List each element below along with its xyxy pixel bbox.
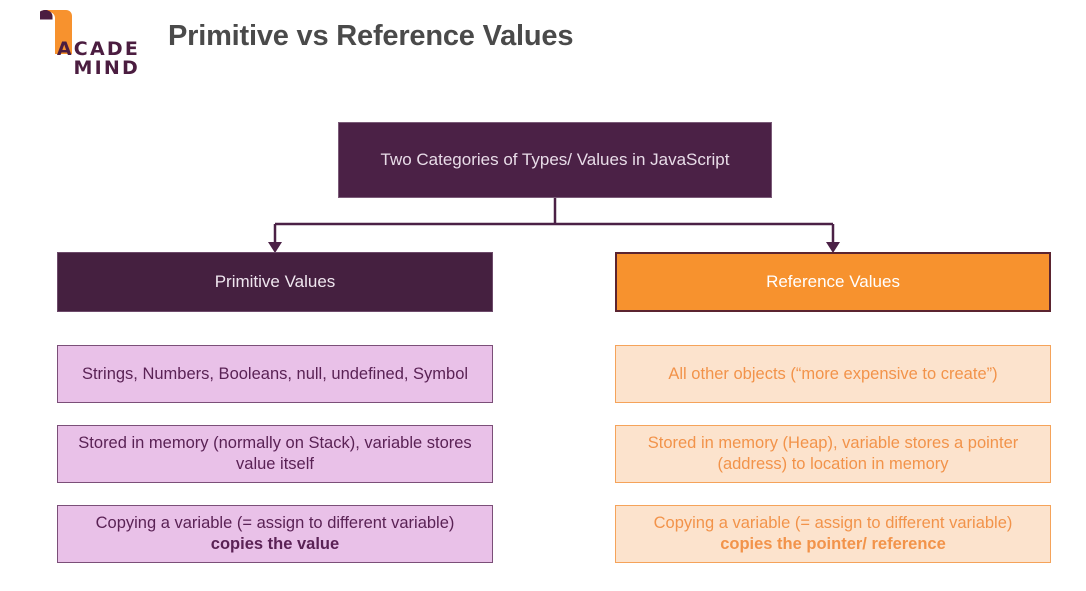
detail-text: Copying a variable (= assign to differen… <box>72 513 478 555</box>
detail-text: All other objects (“more expensive to cr… <box>668 364 997 385</box>
detail-plain: All other objects (“more expensive to cr… <box>668 364 998 383</box>
detail-reference-2: Stored in memory (Heap), variable stores… <box>615 425 1051 483</box>
detail-text: Stored in memory (Heap), variable stores… <box>630 433 1036 475</box>
academind-logo: ACADE MIND <box>14 8 138 80</box>
detail-primitive-3: Copying a variable (= assign to differen… <box>57 505 493 563</box>
node-reference-values: Reference Values <box>615 252 1051 312</box>
logo-line-1: ACADE <box>56 38 140 60</box>
detail-plain: Copying a variable (= assign to differen… <box>653 514 1013 533</box>
node-reference-label: Reference Values <box>766 272 900 292</box>
detail-text: Copying a variable (= assign to differen… <box>630 513 1036 555</box>
detail-bold: copies the value <box>210 535 340 553</box>
logo-line-2: MIND <box>73 57 140 80</box>
detail-primitive-1: Strings, Numbers, Booleans, null, undefi… <box>57 345 493 403</box>
bookmark-flag-icon <box>40 10 72 54</box>
detail-reference-1: All other objects (“more expensive to cr… <box>615 345 1051 403</box>
detail-plain: Stored in memory (normally on Stack), va… <box>78 434 472 473</box>
detail-plain: Copying a variable (= assign to differen… <box>95 514 455 533</box>
detail-bold: copies the pointer/ reference <box>720 535 946 553</box>
detail-plain: Stored in memory (Heap), variable stores… <box>647 434 1019 473</box>
node-root-label: Two Categories of Types/ Values in JavaS… <box>380 150 730 170</box>
detail-primitive-2: Stored in memory (normally on Stack), va… <box>57 425 493 483</box>
node-primitive-values: Primitive Values <box>57 252 493 312</box>
detail-plain: Strings, Numbers, Booleans, null, undefi… <box>81 364 469 383</box>
academind-wordmark: ACADE MIND <box>30 38 140 80</box>
detail-reference-3: Copying a variable (= assign to differen… <box>615 505 1051 563</box>
detail-text: Stored in memory (normally on Stack), va… <box>72 433 478 475</box>
detail-text: Strings, Numbers, Booleans, null, undefi… <box>82 364 468 385</box>
page-title: Primitive vs Reference Values <box>168 20 574 52</box>
node-primitive-label: Primitive Values <box>214 272 336 292</box>
node-root: Two Categories of Types/ Values in JavaS… <box>338 122 772 198</box>
slide-header: ACADE MIND Primitive vs Reference Values <box>0 0 1086 100</box>
